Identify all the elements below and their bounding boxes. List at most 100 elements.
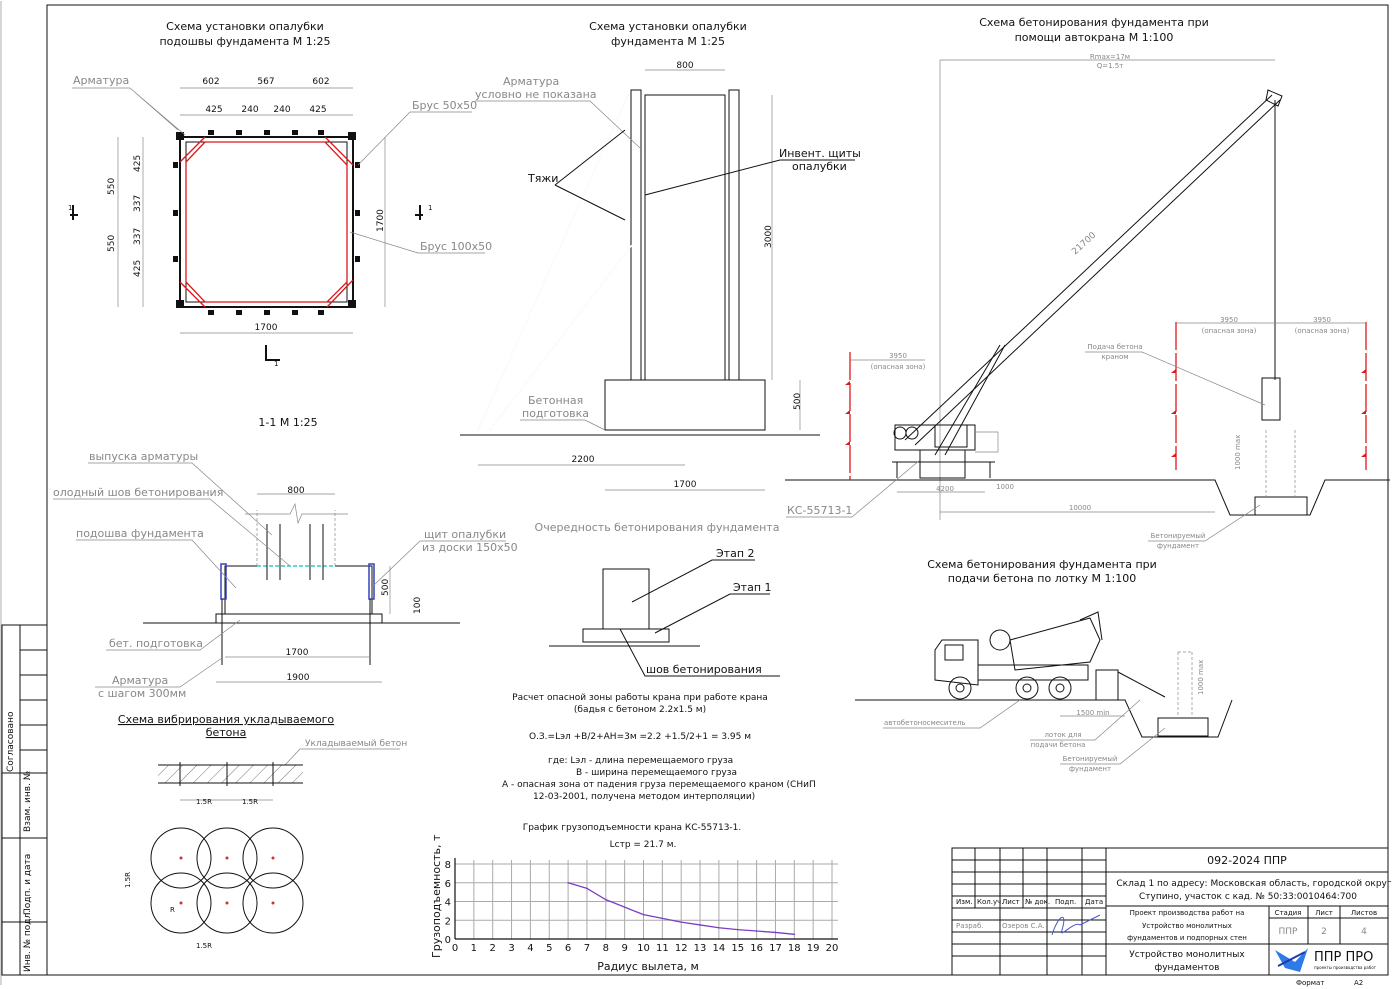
svg-text:Кол.уч.: Кол.уч. <box>977 898 1003 906</box>
svg-text:Арматура: Арматура <box>503 75 559 88</box>
svg-text:3950: 3950 <box>1313 316 1331 324</box>
svg-text:Проект производства работ на: Проект производства работ на <box>1130 909 1245 917</box>
svg-text:1: 1 <box>68 204 72 212</box>
svg-text:1.5R: 1.5R <box>242 798 258 806</box>
svg-text:602: 602 <box>312 77 329 87</box>
y-tick-label: 2 <box>445 916 451 927</box>
svg-text:Разраб.: Разраб. <box>956 922 984 930</box>
svg-text:1700: 1700 <box>376 209 386 232</box>
svg-text:подачи бетона по лотку М 1:100: подачи бетона по лотку М 1:100 <box>948 572 1136 585</box>
svg-text:Укладываемый бетон: Укладываемый бетон <box>305 739 407 749</box>
svg-text:А - опасная зона от падения гр: А - опасная зона от падения груза переме… <box>502 780 816 790</box>
x-tick-label: 15 <box>731 943 744 954</box>
stamp-replaced: Взам. инв. № <box>23 771 33 832</box>
svg-text:Формат: Формат <box>1296 979 1324 987</box>
svg-text:1700: 1700 <box>255 323 278 333</box>
ppr-pro-logo: ППР ПРО проекты производства работ <box>1275 948 1377 972</box>
svg-text:где: Lэл - длина перемещаемо: где: Lэл - длина перемещаемого груза <box>548 756 733 766</box>
x-axis-label: Радиус вылета, м <box>597 960 699 973</box>
svg-text:Брус 50х50: Брус 50х50 <box>412 99 477 112</box>
svg-text:1: 1 <box>428 204 432 212</box>
x-tick-label: 13 <box>694 943 707 954</box>
capacity-series-line <box>567 882 795 935</box>
svg-text:1700: 1700 <box>286 648 309 658</box>
x-tick-label: 8 <box>603 943 609 954</box>
svg-text:с шагом 300мм: с шагом 300мм <box>98 687 186 700</box>
svg-text:подошвы фундамента М 1:25: подошвы фундамента М 1:25 <box>159 35 330 48</box>
crane-scheme-drawing: Схема бетонирования фундамента при помощ… <box>785 16 1390 550</box>
svg-text:Rmax=17м: Rmax=17м <box>1090 53 1130 61</box>
svg-text:Устройство монолитных: Устройство монолитных <box>1129 950 1245 960</box>
svg-text:Инвент. щиты: Инвент. щиты <box>779 147 861 160</box>
x-tick-label: 11 <box>656 943 669 954</box>
svg-text:A2: A2 <box>1354 979 1363 987</box>
left-stamp: Согласовано Взам. инв. № Подп. и дата Ин… <box>1 624 48 976</box>
svg-text:425: 425 <box>133 260 143 277</box>
svg-text:3000: 3000 <box>764 225 774 248</box>
svg-text:Очередность бетонирования фунд: Очередность бетонирования фундамента <box>535 521 780 534</box>
vibration-scheme-drawing: Схема вибрирования укладываемого бетона … <box>118 713 407 950</box>
x-tick-label: 17 <box>769 943 782 954</box>
svg-text:425: 425 <box>309 105 326 115</box>
svg-text:10000: 10000 <box>1069 504 1091 512</box>
svg-text:Бетонная: Бетонная <box>528 394 583 407</box>
svg-text:12-03-2001, получена методом и: 12-03-2001, получена методом интерполяци… <box>533 792 755 802</box>
y-tick-label: 0 <box>445 935 451 946</box>
svg-text:О.З.=Lэл +B/2+AН=3м =2.2 +1.5/: О.З.=Lэл +B/2+AН=3м =2.2 +1.5/2+1 = 3.95… <box>529 732 751 742</box>
svg-text:Схема бетонирования фундамента: Схема бетонирования фундамента при <box>979 16 1209 29</box>
svg-text:щит опалубки: щит опалубки <box>424 528 506 541</box>
chute-scheme-drawing: Схема бетонирования фундамента при подач… <box>855 558 1233 773</box>
plan-footing-drawing: Схема установки опалубки подошвы фундаме… <box>68 20 492 368</box>
svg-text:550: 550 <box>107 178 117 195</box>
svg-text:бетона: бетона <box>206 726 247 739</box>
svg-text:100: 100 <box>413 597 423 614</box>
svg-text:Брус 100х50: Брус 100х50 <box>420 240 492 253</box>
svg-text:1: 1 <box>274 360 278 368</box>
svg-text:шов бетонирования: шов бетонирования <box>646 663 762 676</box>
x-tick-label: 12 <box>675 943 688 954</box>
chart-title: График грузоподъемности крана КС-55713-1… <box>523 823 742 833</box>
x-tick-label: 7 <box>584 943 590 954</box>
svg-text:Арматура: Арматура <box>112 674 168 687</box>
svg-text:В - ширина перемещаемого груза: В - ширина перемещаемого груза <box>576 768 737 778</box>
svg-text:1000 max: 1000 max <box>1197 660 1205 695</box>
svg-text:240: 240 <box>241 105 258 115</box>
svg-text:(бадья с бетоном 2.2х1.5 м): (бадья с бетоном 2.2х1.5 м) <box>574 705 706 715</box>
svg-text:(опасная зона): (опасная зона) <box>1202 327 1257 335</box>
sequence-drawing: Очередность бетонирования фундамента Эта… <box>535 521 780 677</box>
y-tick-label: 6 <box>445 879 451 890</box>
svg-text:1.5R: 1.5R <box>196 798 212 806</box>
svg-text:Q=1.5т: Q=1.5т <box>1097 62 1124 70</box>
svg-text:3950: 3950 <box>889 352 907 360</box>
svg-text:425: 425 <box>205 105 222 115</box>
svg-text:Расчет опасной зоны работы кра: Расчет опасной зоны работы крана при раб… <box>512 693 768 703</box>
svg-text:500: 500 <box>381 579 391 596</box>
svg-text:4: 4 <box>1361 927 1367 937</box>
x-tick-label: 19 <box>807 943 820 954</box>
svg-text:опалубки: опалубки <box>792 160 847 173</box>
svg-text:Бетонируемый: Бетонируемый <box>1151 532 1206 540</box>
x-tick-label: 14 <box>713 943 726 954</box>
svg-text:Схема установки опалубки: Схема установки опалубки <box>589 20 747 33</box>
svg-text:фундаментов: фундаментов <box>1155 963 1220 973</box>
svg-text:1-1 М 1:25: 1-1 М 1:25 <box>258 416 317 429</box>
svg-text:Ступино, участок с кад. № 50:3: Ступино, участок с кад. № 50:33:0010464:… <box>1139 892 1357 902</box>
x-tick-label: 0 <box>452 943 458 954</box>
stamp-inv: Инв. № подл. <box>23 910 33 972</box>
svg-text:КС-55713-1: КС-55713-1 <box>787 504 852 517</box>
svg-text:Подача бетона: Подача бетона <box>1087 343 1142 351</box>
x-tick-label: 1 <box>471 943 477 954</box>
x-tick-label: 9 <box>621 943 627 954</box>
svg-text:подачи бетона: подачи бетона <box>1031 741 1086 749</box>
svg-text:1900: 1900 <box>287 673 310 683</box>
svg-text:(опасная зона): (опасная зона) <box>871 363 926 371</box>
svg-text:800: 800 <box>287 486 304 496</box>
svg-text:Тяжи: Тяжи <box>527 172 558 185</box>
svg-text:1500 min: 1500 min <box>1076 709 1109 717</box>
svg-text:олодный шов бетонирования: олодный шов бетонирования <box>53 486 223 499</box>
svg-text:Этап 2: Этап 2 <box>716 547 755 560</box>
svg-text:фундаментов и подпорных стен: фундаментов и подпорных стен <box>1127 934 1247 942</box>
svg-text:Этап 1: Этап 1 <box>733 581 772 594</box>
y-tick-label: 4 <box>445 898 451 909</box>
svg-text:Арматура: Арматура <box>73 74 129 87</box>
